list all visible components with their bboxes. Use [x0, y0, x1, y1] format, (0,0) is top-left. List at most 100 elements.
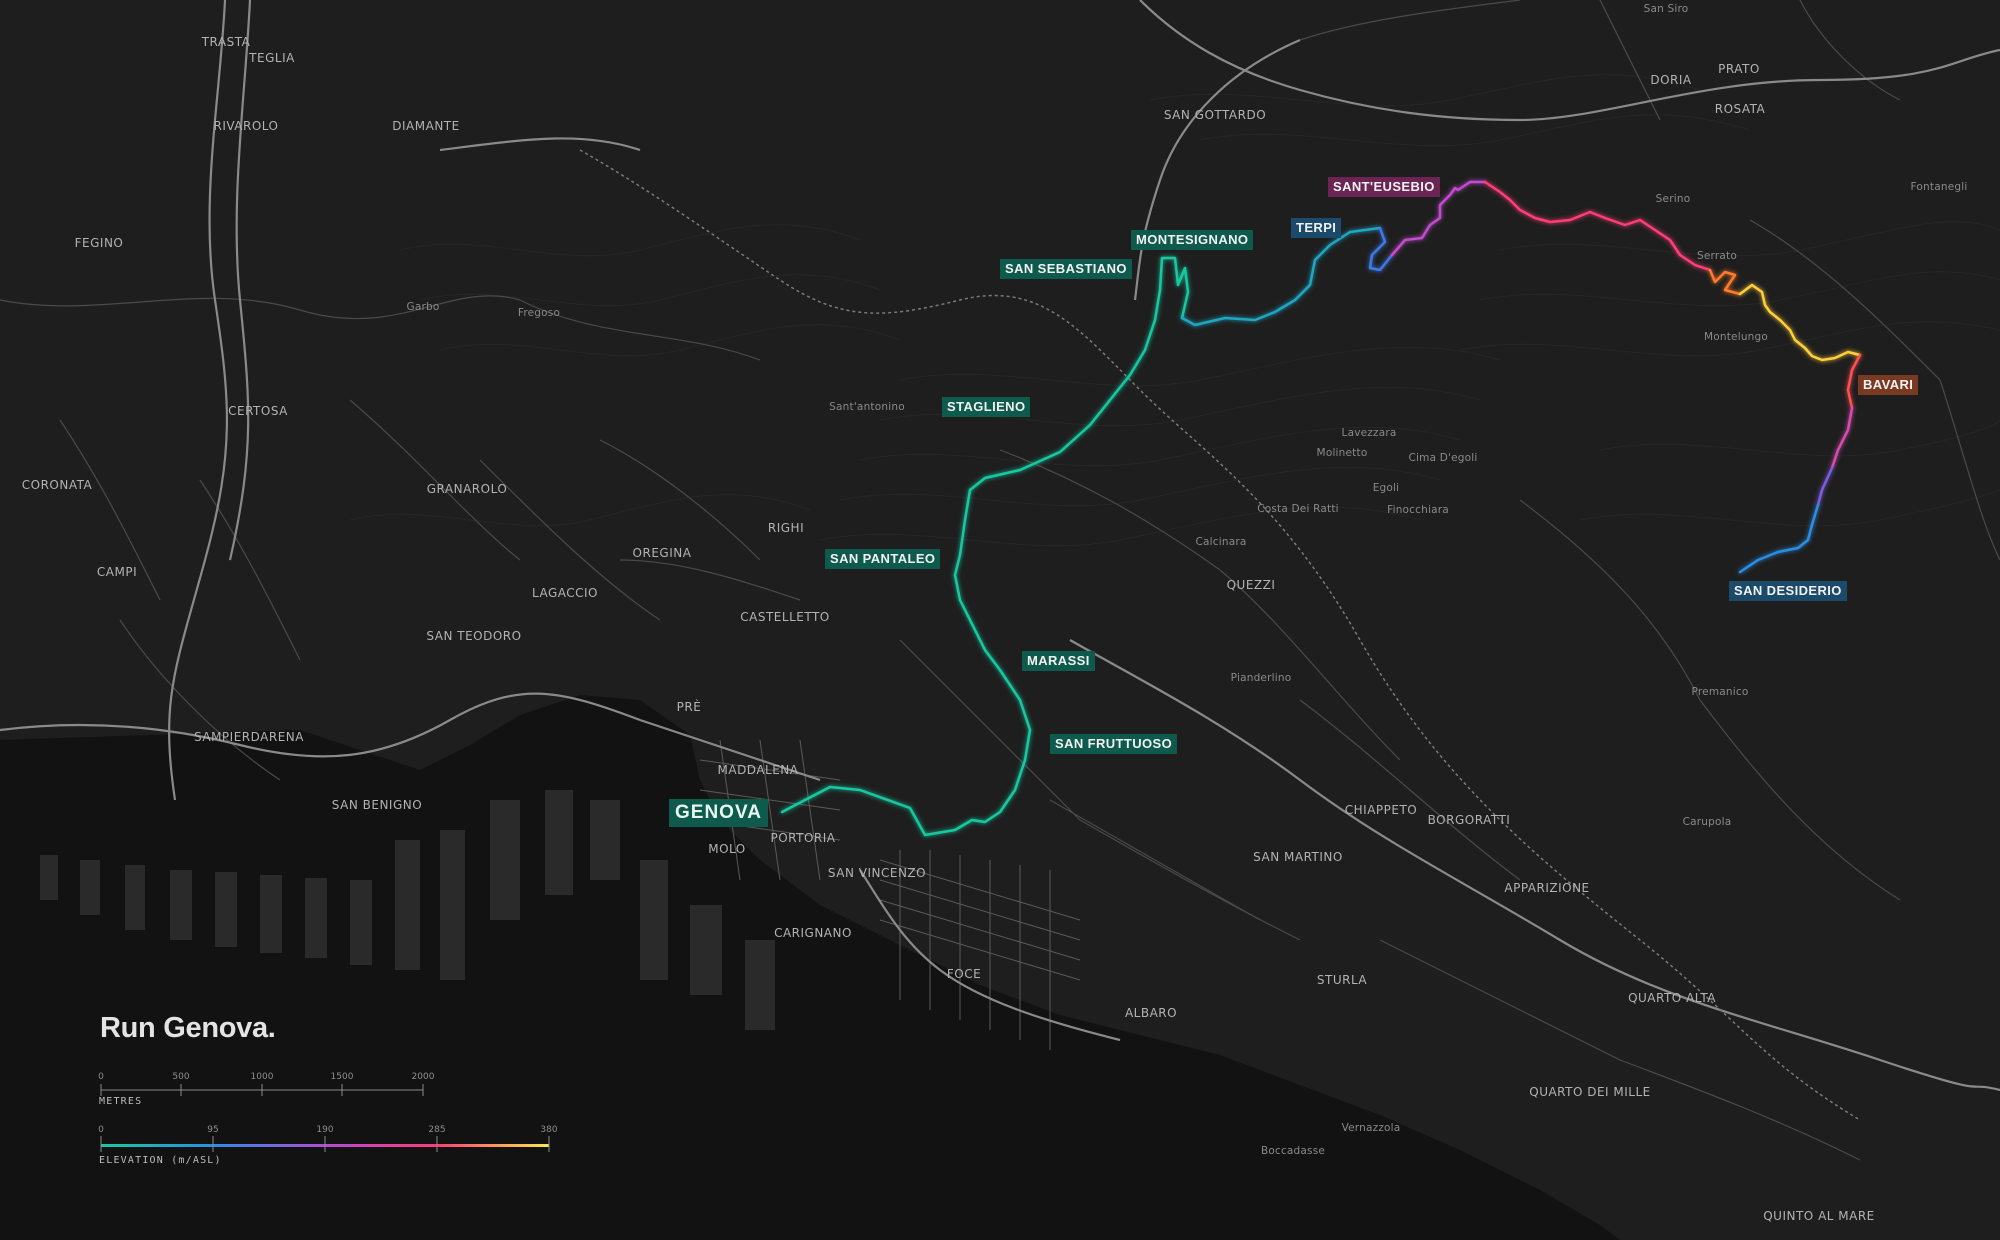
place-rivarolo: RIVAROLO	[213, 119, 279, 133]
elevation-scale	[100, 1136, 550, 1152]
waypoint-bavari[interactable]: BAVARI	[1858, 375, 1919, 395]
waypoint-terpi[interactable]: TERPI	[1291, 218, 1342, 238]
place-rosata: ROSATA	[1714, 102, 1766, 116]
place-apparizione: APPARIZIONE	[1504, 881, 1590, 895]
route-segment-high	[1368, 226, 1394, 272]
place-montelungo: Montelungo	[1703, 331, 1769, 343]
place-doria: DORIA	[1650, 73, 1692, 87]
place-san-teodoro: SAN TEODORO	[426, 629, 522, 643]
place-prato: PRATO	[1718, 62, 1760, 76]
route-segment-low	[780, 256, 1190, 837]
waypoint-marassi[interactable]: MARASSI	[1022, 651, 1095, 671]
route-segment-summit	[1483, 180, 1712, 272]
place-garbo: Garbo	[406, 301, 440, 313]
place-maddalena: MADDALENA	[717, 763, 799, 777]
elevation-tick: 0	[98, 1125, 104, 1135]
waypoint-san-fruttuoso[interactable]: SAN FRUTTUOSO	[1050, 734, 1178, 754]
place-finocchiara: Finocchiara	[1387, 504, 1449, 516]
terrain	[349, 74, 2000, 547]
route-segment-top	[1738, 283, 1862, 362]
distance-tick: 1500	[330, 1072, 354, 1082]
place-diamante: DIAMANTE	[392, 119, 460, 133]
place-molo: MOLO	[708, 842, 746, 856]
place-fregoso: Fregoso	[517, 307, 561, 319]
place-calcinara: Calcinara	[1195, 536, 1247, 548]
waypoint-san-desiderio[interactable]: SAN DESIDERIO	[1729, 581, 1847, 601]
waypoint-san-sebastiano[interactable]: SAN SEBASTIANO	[1000, 259, 1132, 279]
place-san-siro: San Siro	[1643, 3, 1689, 15]
distance-scale-caption: METRES	[99, 1096, 143, 1107]
place-fontanegli: Fontanegli	[1910, 181, 1968, 193]
place-vernazzola: Vernazzola	[1341, 1122, 1401, 1134]
place-costa-dei-ratti: Costa Dei Ratti	[1257, 503, 1339, 515]
place-coronata: CORONATA	[21, 478, 93, 492]
minor-roads	[0, 0, 2000, 1161]
place-certosa: CERTOSA	[228, 404, 288, 418]
place-premanico: Premanico	[1691, 686, 1749, 698]
place-santantonino: Sant'antonino	[829, 401, 905, 413]
place-san-benigno: SAN BENIGNO	[331, 798, 423, 812]
place-castelletto: CASTELLETTO	[740, 610, 830, 624]
place-oregina: OREGINA	[632, 546, 692, 560]
place-teglia: TEGLIA	[249, 51, 295, 65]
place-quinto-al-mare: QUINTO AL MARE	[1763, 1209, 1875, 1223]
map-title: Run Genova.	[100, 1012, 276, 1044]
place-san-martino: SAN MARTINO	[1253, 850, 1343, 864]
route-segment-ridge	[1708, 268, 1742, 296]
elevation-tick: 190	[316, 1125, 334, 1135]
railway	[579, 149, 1861, 1121]
place-granarolo: GRANAROLO	[426, 482, 508, 496]
place-san-vincenzo: SAN VINCENZO	[827, 866, 927, 880]
waypoint-montesignano[interactable]: MONTESIGNANO	[1131, 230, 1254, 250]
route-segment-descent-2	[1830, 406, 1854, 470]
running-route	[780, 180, 1862, 837]
waypoint-staglieno[interactable]: STAGLIENO	[942, 397, 1031, 417]
sea	[0, 695, 1620, 1240]
distance-tick: 2000	[411, 1072, 435, 1082]
place-serino: Serino	[1655, 193, 1691, 205]
place-carupola: Carupola	[1682, 816, 1732, 828]
waypoint-sant-eusebio[interactable]: SANT'EUSEBIO	[1328, 177, 1440, 197]
place-serrato: Serrato	[1697, 250, 1737, 262]
place-quezzi: QUEZZI	[1226, 578, 1276, 592]
place-borgoratti: BORGORATTI	[1427, 813, 1511, 827]
place-righi: RIGHI	[767, 521, 805, 535]
route-segment-mid	[1180, 226, 1382, 327]
place-pre: PRÈ	[676, 700, 702, 714]
place-lagaccio: LAGACCIO	[532, 586, 598, 600]
waypoint-san-pantaleo[interactable]: SAN PANTALEO	[825, 549, 941, 569]
route-segment-descent-3	[1816, 466, 1834, 507]
distance-scale	[100, 1084, 424, 1096]
waypoint-genova[interactable]: GENOVA	[669, 799, 768, 827]
place-boccadasse: Boccadasse	[1260, 1145, 1326, 1157]
distance-tick: 0	[98, 1072, 104, 1082]
place-portoria: PORTORIA	[770, 831, 836, 845]
place-carignano: CARIGNANO	[774, 926, 852, 940]
elevation-tick: 380	[540, 1125, 558, 1135]
place-trasta: TRASTA	[201, 35, 251, 49]
place-pianderlino: Pianderlino	[1230, 672, 1292, 684]
place-lavezzara: Lavezzara	[1341, 427, 1397, 439]
place-albaro: ALBARO	[1124, 1006, 1178, 1020]
place-sampierdarena: SAMPIERDARENA	[194, 730, 304, 744]
distance-tick: 500	[172, 1072, 190, 1082]
route-segment-descent-1	[1846, 353, 1862, 410]
elevation-tick: 285	[428, 1125, 446, 1135]
place-egoli: Egoli	[1372, 482, 1400, 494]
harbour-piers	[40, 790, 775, 1030]
route-segment-upper	[1390, 180, 1487, 257]
place-san-gottardo: SAN GOTTARDO	[1163, 108, 1267, 122]
place-fegino: FEGINO	[74, 236, 124, 250]
elevation-scale-caption: ELEVATION (m/ASL)	[99, 1155, 222, 1166]
place-quarto-alta: QUARTO ALTA	[1628, 991, 1716, 1005]
place-chiappeto: CHIAPPETO	[1344, 803, 1418, 817]
place-cima-degoli: Cima D'egoli	[1408, 452, 1478, 464]
route-segment-descent-4	[1738, 503, 1820, 574]
elevation-tick: 95	[207, 1125, 219, 1135]
place-sturla: STURLA	[1316, 973, 1368, 987]
place-campi: CAMPI	[96, 565, 138, 579]
place-quarto-dei-mille: QUARTO DEI MILLE	[1529, 1085, 1651, 1099]
major-roads	[0, 0, 2000, 1092]
